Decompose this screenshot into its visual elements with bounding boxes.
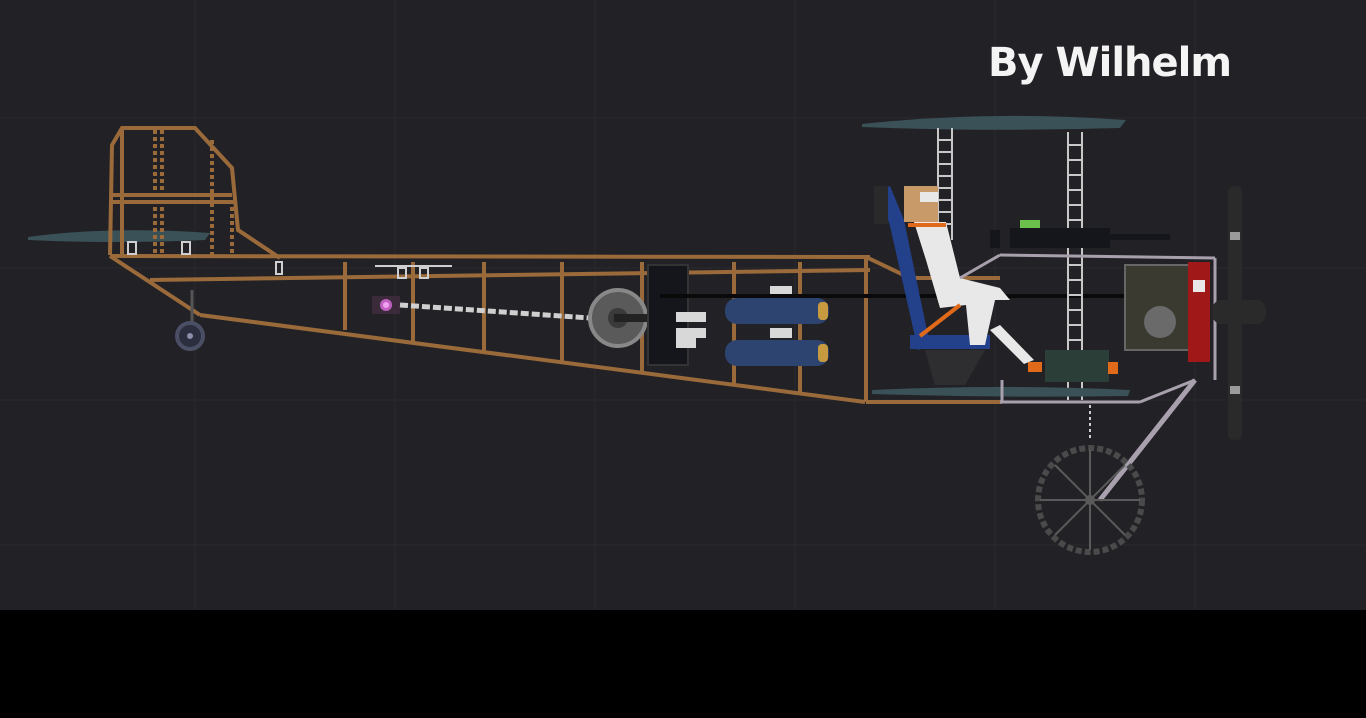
pilot[interactable]	[904, 186, 1034, 364]
pilot-seat[interactable]	[874, 186, 990, 385]
tail-fin-frame[interactable]	[108, 126, 282, 260]
sandbox-viewport[interactable]: By Wilhelm	[0, 0, 1366, 610]
glow-light	[372, 296, 400, 314]
flywheel[interactable]	[588, 288, 648, 348]
fuselage-frame[interactable]	[108, 254, 1002, 404]
control-chain	[399, 302, 591, 321]
machine-gun[interactable]	[990, 220, 1170, 248]
control-box[interactable]	[647, 264, 706, 366]
top-wing[interactable]	[862, 115, 1126, 130]
tail-wing[interactable]	[28, 230, 210, 242]
propeller[interactable]	[1212, 186, 1266, 440]
cockpit-battery[interactable]	[1028, 350, 1118, 382]
bottom-bar	[0, 610, 1366, 718]
fuel-tanks[interactable]	[725, 286, 829, 366]
tail-bracket-3	[275, 261, 283, 275]
landing-gear[interactable]	[1035, 378, 1197, 555]
tail-wheel[interactable]	[175, 290, 205, 351]
top-bracket	[375, 265, 452, 279]
tail-bracket-1	[127, 241, 137, 255]
scene-canvas	[28, 115, 1266, 555]
tail-bracket-2	[181, 241, 191, 255]
author-credit: By Wilhelm	[988, 40, 1232, 86]
engine[interactable]	[1124, 262, 1210, 362]
